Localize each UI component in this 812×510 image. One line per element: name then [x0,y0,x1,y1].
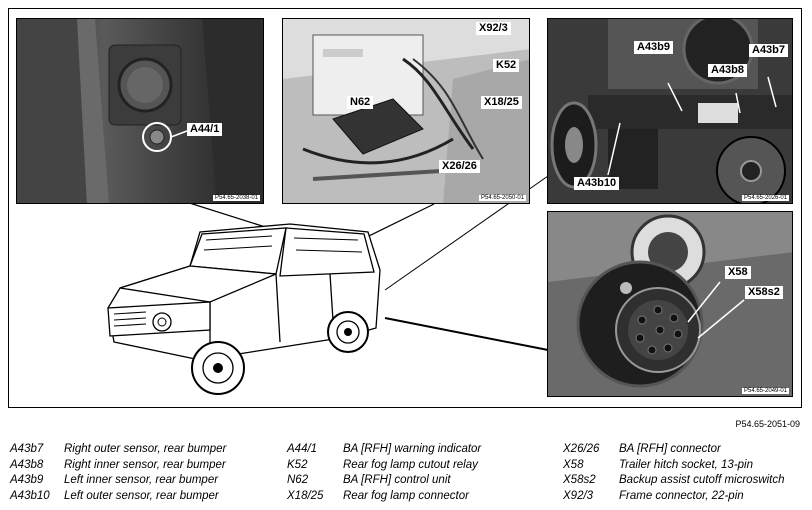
callout-A44-1: A44/1 [187,123,223,136]
callout-A43b9: A43b9 [634,41,674,54]
legend-entry: X92/3 Frame connector, 22-pin [563,489,785,505]
legend-code: X26/26 [563,443,600,455]
figure-id: P54.65-2051-09 [735,419,800,429]
legend-entry: N62 BA [RFH] control unit [287,473,481,489]
legend-code: K52 [287,458,308,471]
legend-description: BA [RFH] control unit [343,474,451,486]
legend-code: X18/25 [287,489,324,502]
legend-code: X58s2 [563,474,596,486]
legend-code: X58 [563,458,584,471]
legend-description: Trailer hitch socket, 13-pin [619,458,754,471]
legend-entry: X18/25 Rear fog lamp connector [287,489,481,505]
legend-entry: X58s2 Backup assist cutoff microswitch [563,473,785,489]
legend-description: Frame connector, 22-pin [619,489,744,502]
callout-N62: N62 [347,96,374,109]
photo-ref-1: P54.65-2038-01 [213,195,261,201]
legend-code: A43b8 [10,458,44,471]
legend-entry: A43b9 Left inner sensor, rear bumper [10,473,226,489]
photo-rear-bumper: A43b9 A43b7 A43b8 A43b10 P54.65-2026-01 [547,18,793,204]
callout-A43b7: A43b7 [749,44,789,57]
legend-entry: X26/26 BA [RFH] connector [563,442,785,458]
photo-ref-3: P54.65-2026-01 [742,195,790,201]
callout-A43b8: A43b8 [708,64,748,77]
photo-control-unit: X92/3 K52 N62 X18/25 X26/26 P54.65-2050-… [282,18,530,204]
legend-entry: A43b8 Right inner sensor, rear bumper [10,458,226,474]
legend-description: Left outer sensor, rear bumper [64,489,219,502]
photo-ref-4: P54.65-2049-01 [742,388,790,394]
callout-X92-3: X92/3 [476,22,511,35]
photo-ref-2: P54.65-2050-01 [479,195,527,201]
legend-code: A43b9 [10,474,44,486]
legend-code: N62 [287,474,309,486]
callout-K52: K52 [493,59,520,72]
legend-entry: A43b10 Left outer sensor, rear bumper [10,489,226,505]
legend-entry: K52 Rear fog lamp cutout relay [287,458,481,474]
legend-description: Right inner sensor, rear bumper [64,458,226,471]
callout-X18-25: X18/25 [481,96,522,109]
legend-entry: A44/1 BA [RFH] warning indicator [287,442,481,458]
legend-description: BA [RFH] connector [619,443,721,455]
legend-description: Backup assist cutoff microswitch [619,474,785,486]
legend-description: Rear fog lamp connector [343,489,469,502]
callout-X58s2: X58s2 [745,286,783,299]
legend-code: A44/1 [287,443,318,455]
photo-trailer-socket: X58 X58s2 P54.65-2049-01 [547,211,793,397]
callout-X58: X58 [725,266,751,279]
legend-description: Rear fog lamp cutout relay [343,458,478,471]
callout-A43b10: A43b10 [574,177,620,190]
legend-code: X92/3 [563,489,594,502]
legend-entry: A43b7 Right outer sensor, rear bumper [10,442,226,458]
legend-entry: X58 Trailer hitch socket, 13-pin [563,458,785,474]
legend-code: A43b7 [10,443,44,455]
legend-code: A43b10 [10,489,50,502]
legend-description: Right outer sensor, rear bumper [64,443,227,455]
vehicle-drawing [107,223,381,395]
callout-X26-26: X26/26 [439,160,480,173]
legend-description: Left inner sensor, rear bumper [64,474,219,486]
photo-interior: A44/1 P54.65-2038-01 [16,18,264,204]
legend-description: BA [RFH] warning indicator [343,443,482,455]
